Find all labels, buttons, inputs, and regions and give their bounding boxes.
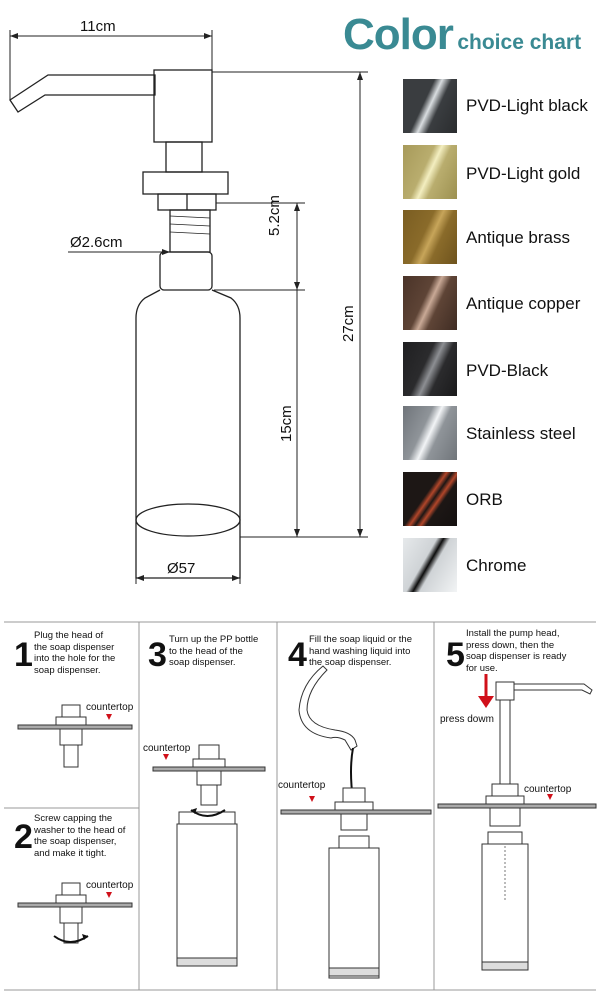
- step-4-line: the soap dispenser.: [309, 657, 392, 668]
- swatch-antique-copper: [403, 276, 457, 330]
- step-5-line: Install the pump head,: [466, 628, 560, 639]
- step-3-number: 3: [148, 636, 167, 674]
- dispenser-dimension-drawing: [9, 30, 368, 584]
- step-3-illustration: [152, 744, 266, 967]
- bottle-diameter-label: Ø57: [167, 560, 196, 577]
- swatch-pvd-black: [403, 342, 457, 396]
- step-1-line: the soap dispenser: [34, 641, 115, 653]
- finish-label-chrome: Chrome: [466, 556, 527, 575]
- step-5-line: soap dispenser is ready: [466, 651, 567, 662]
- color-chart-title-small: choice chart: [457, 31, 582, 54]
- press-down-label: press dowm: [440, 714, 494, 725]
- finish-label-pvd-black: PVD-Black: [466, 361, 549, 380]
- installation-panel-frame: [4, 621, 596, 991]
- thread-diameter-label: Ø2.6cm: [70, 234, 123, 251]
- step-3-line: Turn up the PP bottle: [169, 634, 259, 645]
- finish-label-pvd-light-black: PVD-Light black: [466, 96, 588, 115]
- thread-length-label: 5.2cm: [266, 195, 283, 236]
- step-1-number: 1: [14, 636, 33, 674]
- step-3-text: Turn up the PP bottle to the head of the…: [169, 634, 258, 669]
- step-1-countertop-label: countertop: [86, 702, 134, 713]
- step-4-line: hand washing liquid into: [309, 645, 411, 657]
- swatch-pvd-light-black: [403, 79, 457, 133]
- step-2-text: Screw capping the washer to the head of …: [34, 813, 125, 859]
- swatch-chrome: [403, 538, 457, 592]
- step-3-line: soap dispenser.: [169, 657, 236, 668]
- total-height-label: 27cm: [340, 305, 357, 342]
- swatch-antique-brass: [403, 210, 457, 264]
- step-3-line: to the head of the: [169, 645, 243, 657]
- step-5-line: for use.: [466, 662, 498, 674]
- finish-label-pvd-light-gold: PVD-Light gold: [466, 164, 581, 183]
- step-5-line: press down, then the: [466, 639, 555, 651]
- step-2-line: and make it tight.: [34, 847, 107, 859]
- swatch-orb: [403, 472, 457, 526]
- swatch-stainless-steel: [403, 406, 457, 460]
- step-2-number: 2: [14, 818, 33, 856]
- step-1-illustration: [17, 704, 133, 768]
- step-2-line: the soap dispenser,: [34, 836, 117, 847]
- step-4-illustration: [280, 665, 432, 979]
- step-3-countertop-label: countertop: [143, 743, 191, 754]
- step-5-number: 5: [446, 636, 465, 674]
- step-2-illustration: [17, 882, 133, 944]
- step-4-line: Fill the soap liquid or the: [309, 634, 412, 645]
- step-1-line: soap dispenser.: [34, 664, 101, 676]
- finish-label-antique-copper: Antique copper: [466, 294, 581, 313]
- step-5-text: Install the pump head, press down, then …: [466, 628, 566, 674]
- step-4-countertop-label: countertop: [278, 780, 326, 791]
- finish-label-stainless-steel: Stainless steel: [466, 424, 576, 443]
- swatch-pvd-light-gold: [403, 145, 457, 199]
- step-1-line: into the hole for the: [34, 653, 116, 664]
- finish-label-antique-brass: Antique brass: [466, 228, 570, 247]
- finish-label-orb: ORB: [466, 490, 503, 509]
- spout-length-label: 11cm: [80, 18, 116, 35]
- step-2-countertop-label: countertop: [86, 880, 134, 891]
- step-1-line: Plug the head of: [34, 630, 104, 641]
- bottle-height-label: 15cm: [278, 405, 295, 442]
- step-5-illustration: [437, 674, 597, 971]
- step-2-line: washer to the head of: [34, 824, 126, 836]
- color-chart-title: Color choice chart: [343, 10, 581, 60]
- step-5-countertop-label: countertop: [524, 784, 572, 795]
- step-1-text: Plug the head of the soap dispenser into…: [34, 630, 115, 676]
- color-chart-title-big: Color: [343, 10, 454, 59]
- step-4-text: Fill the soap liquid or the hand washing…: [309, 634, 412, 669]
- step-4-number: 4: [288, 636, 307, 674]
- step-2-line: Screw capping the: [34, 813, 113, 824]
